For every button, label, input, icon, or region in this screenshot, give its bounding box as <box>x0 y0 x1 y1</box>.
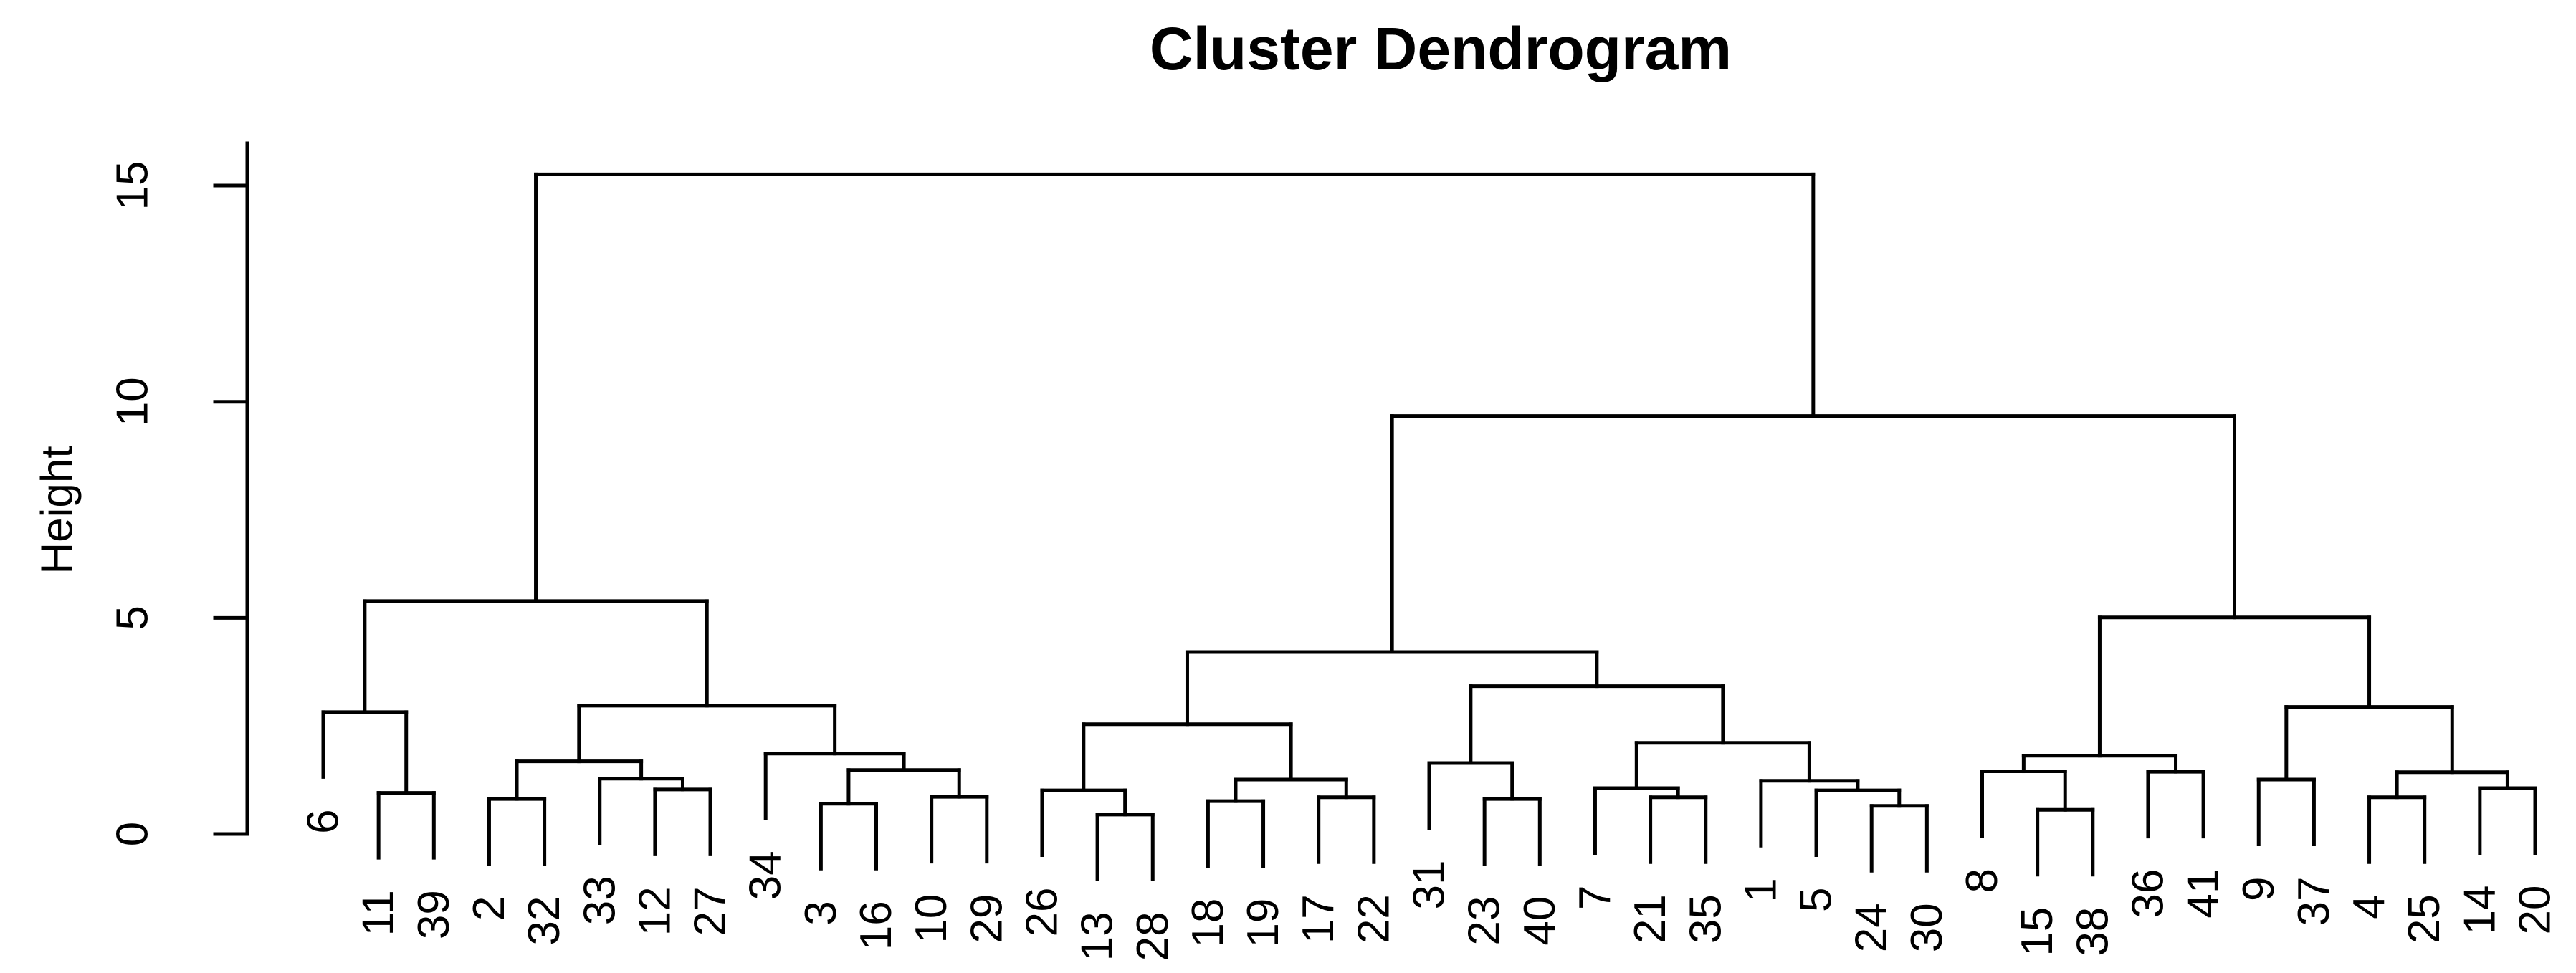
leaf-label: 3 <box>796 901 846 925</box>
leaf-label: 32 <box>520 896 569 946</box>
leaf-label: 2 <box>464 896 514 921</box>
leaf-label: 20 <box>2511 886 2560 935</box>
leaf-label: 15 <box>2013 907 2062 957</box>
leaf-label: 21 <box>1626 894 1675 944</box>
leaf-label: 30 <box>1902 903 1952 952</box>
leaf-label: 38 <box>2068 907 2117 957</box>
leaf-label: 39 <box>409 890 459 939</box>
leaf-label: 12 <box>630 886 679 936</box>
leaf-label: 29 <box>962 894 1011 944</box>
tick-label: 0 <box>108 822 158 846</box>
leaf-label: 19 <box>1239 898 1288 948</box>
leaf-label: 35 <box>1681 894 1730 944</box>
leaf-label: 40 <box>1515 896 1565 946</box>
tick-label: 15 <box>108 161 158 211</box>
leaf-label: 7 <box>1570 886 1620 910</box>
leaf-label: 33 <box>575 876 624 925</box>
leaf-label: 37 <box>2289 876 2339 926</box>
leaf-label: 18 <box>1183 898 1233 948</box>
leaf-label: 27 <box>686 886 735 936</box>
leaf-label: 9 <box>2234 876 2284 901</box>
leaf-label: 36 <box>2123 869 2172 919</box>
leaf-label: 6 <box>299 809 348 833</box>
leaf-label: 17 <box>1294 894 1343 944</box>
leaf-label: 34 <box>741 850 791 900</box>
leaf-label: 4 <box>2344 894 2394 919</box>
leaf-label: 13 <box>1073 911 1122 961</box>
leaf-label: 26 <box>1017 888 1067 937</box>
leaf-label: 14 <box>2455 886 2504 935</box>
y-axis: 0 5 10 15 <box>108 141 249 846</box>
tick-label: 5 <box>108 605 158 630</box>
chart-title: Cluster Dendrogram <box>1150 15 1732 82</box>
leaf-label: 24 <box>1847 903 1897 952</box>
leaf-label: 41 <box>2179 869 2228 919</box>
leaf-label: 11 <box>354 890 404 936</box>
y-axis-label: Height <box>33 446 82 574</box>
leaf-label: 28 <box>1128 911 1178 961</box>
leaf-label: 1 <box>1736 878 1785 902</box>
leaf-label: 5 <box>1792 888 1841 912</box>
leaf-label: 22 <box>1349 894 1398 944</box>
leaf-label: 16 <box>851 901 901 950</box>
leaf-label: 31 <box>1405 861 1454 910</box>
leaf-label: 25 <box>2400 894 2449 944</box>
leaf-label: 23 <box>1460 896 1509 946</box>
tick-label: 10 <box>108 377 158 426</box>
leaf-label: 10 <box>907 894 956 944</box>
leaf-label: 8 <box>1957 868 2007 893</box>
